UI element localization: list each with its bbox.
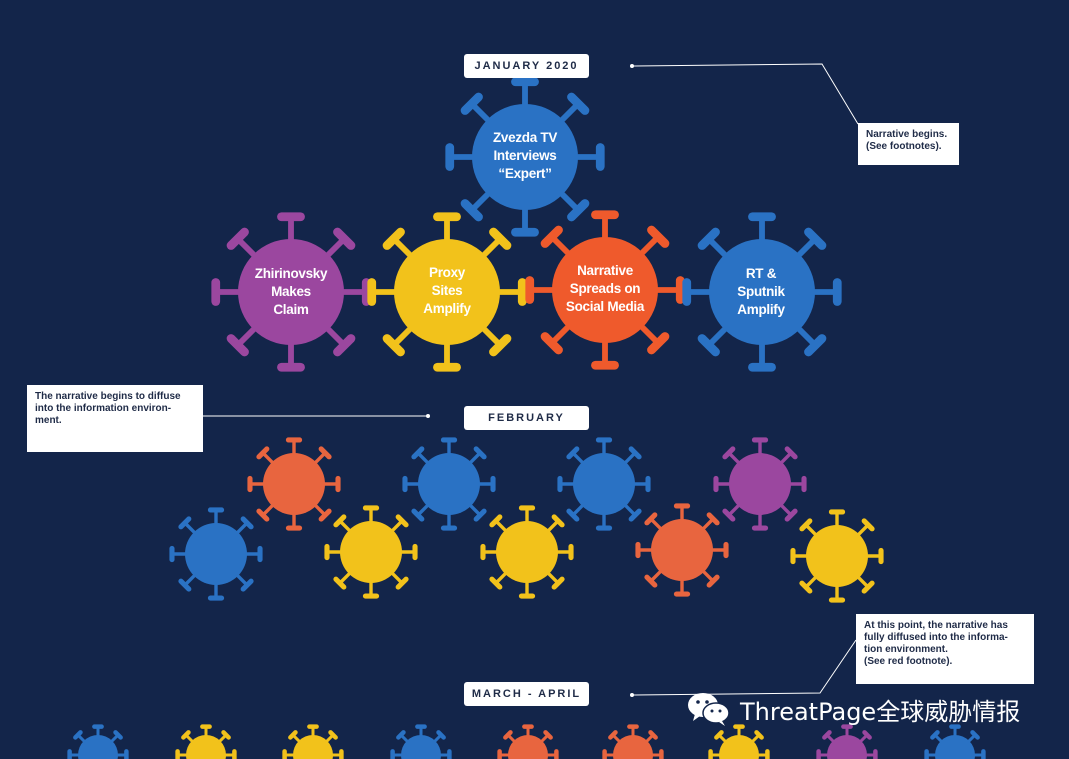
virus-march-8 <box>816 724 878 759</box>
virus-feb-9 <box>790 509 884 603</box>
virus-march-3 <box>282 724 344 759</box>
virus-march-7 <box>708 724 770 759</box>
virus-proxy <box>367 212 527 372</box>
watermark: ThreatPage全球威胁情报 <box>686 690 1020 728</box>
virus-feb-8 <box>635 503 729 597</box>
note-narrative-begins-text: Narrative begins. (See footnotes). <box>866 129 948 152</box>
virus-zhirinovsky <box>211 212 371 372</box>
note-narrative-fully-diffused: At this point, the narrative has fully d… <box>856 614 1034 684</box>
virus-shapes <box>67 77 986 759</box>
virus-march-9 <box>924 724 986 759</box>
connector-march-april-dot <box>630 693 634 697</box>
virus-feb-6 <box>324 505 418 599</box>
virus-feb-4 <box>713 437 807 531</box>
note-narrative-diffuse: The narrative begins to diffuse into the… <box>27 385 203 452</box>
virus-label-proxy: Proxy Sites Amplify <box>423 265 471 316</box>
virus-feb-7 <box>480 505 574 599</box>
note-narrative-diffuse-text: The narrative begins to diffuse into the… <box>35 391 181 426</box>
virus-march-1 <box>67 724 129 759</box>
virus-label-zhirinovsky: Zhirinovsky Makes Claim <box>254 266 328 317</box>
virus-narrative <box>525 210 685 370</box>
section-label-january: JANUARY 2020 <box>464 54 589 78</box>
virus-feb-3 <box>557 437 651 531</box>
virus-label-zvezda: Zvezda TV Interviews “Expert” <box>492 130 558 181</box>
connector-march-april <box>631 639 857 696</box>
note-narrative-fully-diffused-text: At this point, the narrative has fully d… <box>864 620 1008 667</box>
virus-label-rt: RT & Sputnik Amplify <box>737 266 785 317</box>
virus-feb-2 <box>402 437 496 531</box>
connector-february-dot <box>426 414 430 418</box>
connector-january-dot <box>630 64 634 68</box>
virus-label-narrative: Narrative Spreads on Social Media <box>565 263 645 314</box>
virus-march-4 <box>390 724 452 759</box>
section-label-march-april: MARCH - APRIL <box>464 682 589 706</box>
connector-january <box>631 63 859 125</box>
watermark-text: ThreatPage全球威胁情报 <box>740 697 1021 726</box>
virus-feb-5 <box>169 507 263 601</box>
connector-lines <box>203 63 859 697</box>
virus-march-2 <box>175 724 237 759</box>
virus-march-5 <box>497 724 559 759</box>
note-narrative-begins: Narrative begins. (See footnotes). <box>858 123 959 165</box>
virus-zvezda <box>445 77 605 237</box>
virus-rt <box>682 212 842 372</box>
section-label-february: FEBRUARY <box>464 406 589 430</box>
wechat-icon <box>688 693 730 726</box>
virus-feb-1 <box>247 437 341 531</box>
virus-march-6 <box>602 724 664 759</box>
